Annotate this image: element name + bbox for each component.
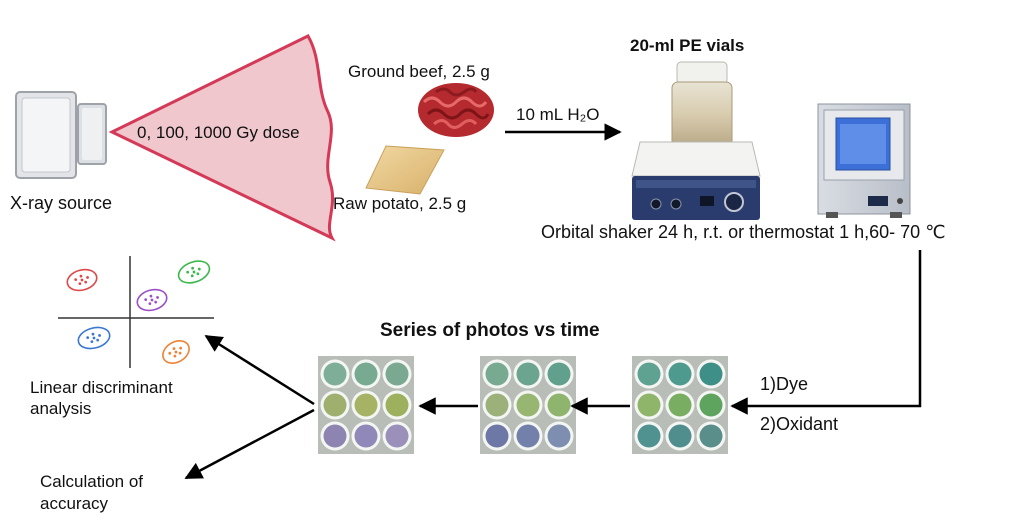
cluster-ellipse (66, 268, 98, 292)
well (637, 393, 661, 417)
extraction-label: 10 mL H₂O (516, 105, 600, 124)
well (354, 362, 378, 386)
lda-cluster-1 (66, 268, 98, 292)
cluster-point (78, 282, 82, 286)
accuracy-arrow (184, 408, 315, 480)
cluster-ellipse (162, 340, 190, 364)
cluster-point (86, 336, 90, 340)
cluster-point (186, 270, 190, 274)
well (385, 393, 409, 417)
cluster-point (156, 296, 159, 299)
lda-cluster-3 (136, 288, 168, 312)
cluster-point (172, 347, 176, 350)
cluster-point (92, 336, 96, 340)
cluster-point (192, 270, 196, 274)
cluster-point (174, 350, 178, 354)
well-plate-1 (632, 356, 728, 454)
cluster-point (96, 338, 100, 342)
lda-arrow (204, 334, 315, 406)
photo-series-label: Series of photos vs time (380, 320, 600, 341)
well-plate-2 (480, 356, 576, 454)
photo-series (318, 356, 728, 454)
well (323, 424, 347, 448)
cluster-point (144, 298, 148, 302)
vials-label: 20-ml PE vials (630, 36, 745, 55)
well (637, 362, 661, 386)
process-connector-arrow (730, 250, 922, 415)
lda-cluster-5 (162, 340, 190, 364)
dose-label: 0, 100, 1000 Gy dose (137, 123, 300, 142)
well-plate-3 (318, 356, 414, 454)
accuracy-label-line2: accuracy (40, 494, 109, 513)
cluster-point (90, 340, 94, 344)
cluster-point (196, 272, 200, 276)
well (485, 393, 509, 417)
lda-cluster-2 (177, 260, 211, 284)
accuracy-label-line1: Calculation of (40, 472, 144, 491)
well (547, 362, 571, 386)
cluster-point (149, 294, 153, 298)
cluster-ellipse (77, 326, 111, 350)
well (699, 424, 723, 448)
xray-source-icon (15, 91, 107, 179)
ground-beef-icon (418, 83, 494, 137)
well (485, 424, 509, 448)
lda-label-line1: Linear discriminant (30, 378, 173, 397)
well (637, 424, 661, 448)
cluster-point (91, 332, 95, 336)
xray-source-label: X-ray source (10, 193, 113, 213)
cluster-point (179, 346, 183, 350)
cluster-point (178, 351, 182, 355)
well (668, 362, 692, 386)
well (699, 393, 723, 417)
cluster-point (197, 267, 201, 271)
well (323, 393, 347, 417)
well (699, 362, 723, 386)
orbital-shaker-icon (631, 141, 761, 220)
well (323, 362, 347, 386)
well (354, 424, 378, 448)
cluster-point (168, 351, 172, 355)
lda-cluster-4 (77, 326, 111, 350)
well (516, 362, 540, 386)
cluster-ellipse (136, 288, 168, 312)
cluster-point (173, 354, 177, 358)
shaker-thermostat-label: Orbital shaker 24 h, r.t. or thermostat … (541, 222, 946, 242)
well (516, 424, 540, 448)
raw-potato-icon (365, 145, 445, 195)
cluster-point (98, 334, 101, 337)
xray-beam-shape (108, 34, 336, 242)
well (354, 393, 378, 417)
cluster-point (74, 278, 78, 282)
cluster-point (79, 274, 83, 278)
well (547, 424, 571, 448)
cluster-point (86, 276, 89, 279)
cluster-point (84, 280, 88, 284)
cluster-point (190, 274, 194, 278)
well (385, 424, 409, 448)
raw-potato-label: Raw potato, 2.5 g (333, 194, 467, 213)
cluster-ellipse (177, 260, 211, 284)
well (385, 362, 409, 386)
cluster-point (148, 302, 152, 306)
oxidant-step-label: 2)Oxidant (760, 414, 839, 434)
lda-label-line2: analysis (30, 399, 92, 418)
cluster-point (80, 278, 84, 282)
well (547, 393, 571, 417)
cluster-point (191, 266, 195, 270)
dye-step-label: 1)Dye (760, 374, 809, 394)
pe-vial-icon (671, 61, 733, 153)
ground-beef-label: Ground beef, 2.5 g (348, 62, 490, 81)
well (516, 393, 540, 417)
well (668, 393, 692, 417)
well (668, 424, 692, 448)
cluster-point (150, 298, 154, 302)
cluster-point (154, 300, 158, 304)
thermostat-oven-icon (817, 103, 911, 218)
lda-scatter-plot (58, 256, 214, 368)
well (485, 362, 509, 386)
